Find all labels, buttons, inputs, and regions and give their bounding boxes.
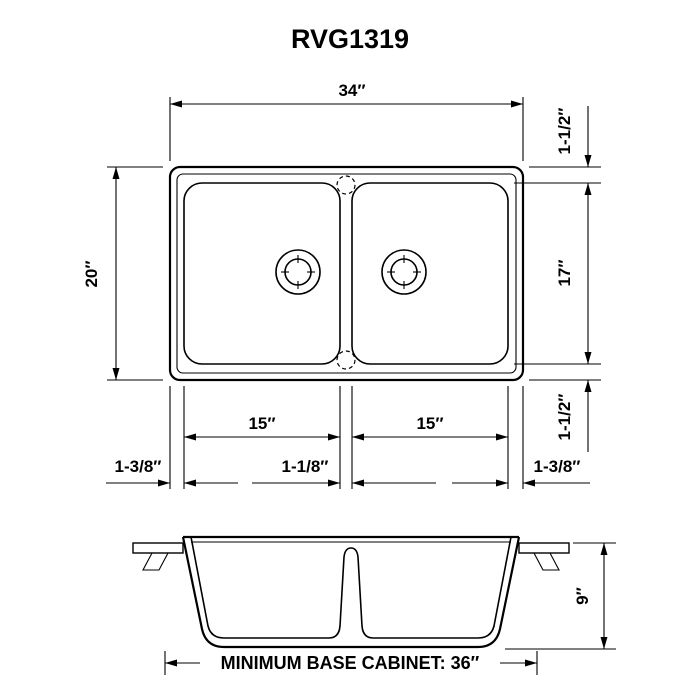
dim-left-bowl-label: 15″ [248, 414, 275, 433]
dashed-hole-bottom-icon [336, 350, 356, 370]
right-drain-icon [381, 249, 427, 295]
dim-right-side: 1-1/2″ 17″ 1-1/2″ [514, 106, 601, 452]
dim-overall-height-label: 20″ [82, 260, 101, 287]
dim-top-rim-label: 1-1/2″ [555, 108, 574, 155]
dim-overall-height: 20″ [82, 166, 163, 381]
dim-depth: 9″ [505, 542, 616, 650]
left-counter-flange [132, 542, 184, 554]
dim-base-cabinet: MINIMUM BASE CABINET: 36″ [164, 651, 538, 675]
drain-outer-ring [275, 249, 321, 295]
dashed-hole-top-icon [336, 175, 356, 195]
right-counter-flange [518, 542, 570, 554]
dim-bottom-rim-label: 1-1/2″ [555, 394, 574, 441]
cabinet-note: MINIMUM BASE CABINET: 36″ [221, 653, 480, 673]
right-bowl-cavity [350, 536, 512, 639]
left-mounting-clip-icon [142, 552, 169, 571]
dim-width: 34″ [169, 81, 524, 161]
top-view [168, 165, 525, 382]
dim-bowl-length-label: 17″ [555, 259, 574, 286]
model-title: RVG1319 [291, 24, 409, 54]
dim-width-label: 34″ [338, 81, 365, 100]
dim-right-bowl-label: 15″ [416, 414, 443, 433]
sink-section-outer-shell [181, 536, 521, 649]
dim-depth-label: 9″ [573, 587, 592, 605]
sink-rim-inner [176, 173, 517, 374]
left-bowl [183, 182, 341, 365]
dim-right-edge-label: 1-3/8″ [534, 457, 581, 476]
left-bowl-cavity [190, 536, 352, 639]
drain-outer-ring [381, 249, 427, 295]
right-bowl [351, 182, 509, 365]
dim-left-edge-label: 1-3/8″ [115, 457, 162, 476]
dim-bottom: 15″ 15″ 1-3/8″ 1-1/8″ 1-3/8″ [106, 386, 590, 489]
side-view [132, 535, 570, 649]
left-drain-icon [275, 249, 321, 295]
dim-center-divider-label: 1-1/8″ [282, 457, 329, 476]
right-mounting-clip-icon [533, 552, 560, 571]
sink-outline [168, 165, 525, 382]
